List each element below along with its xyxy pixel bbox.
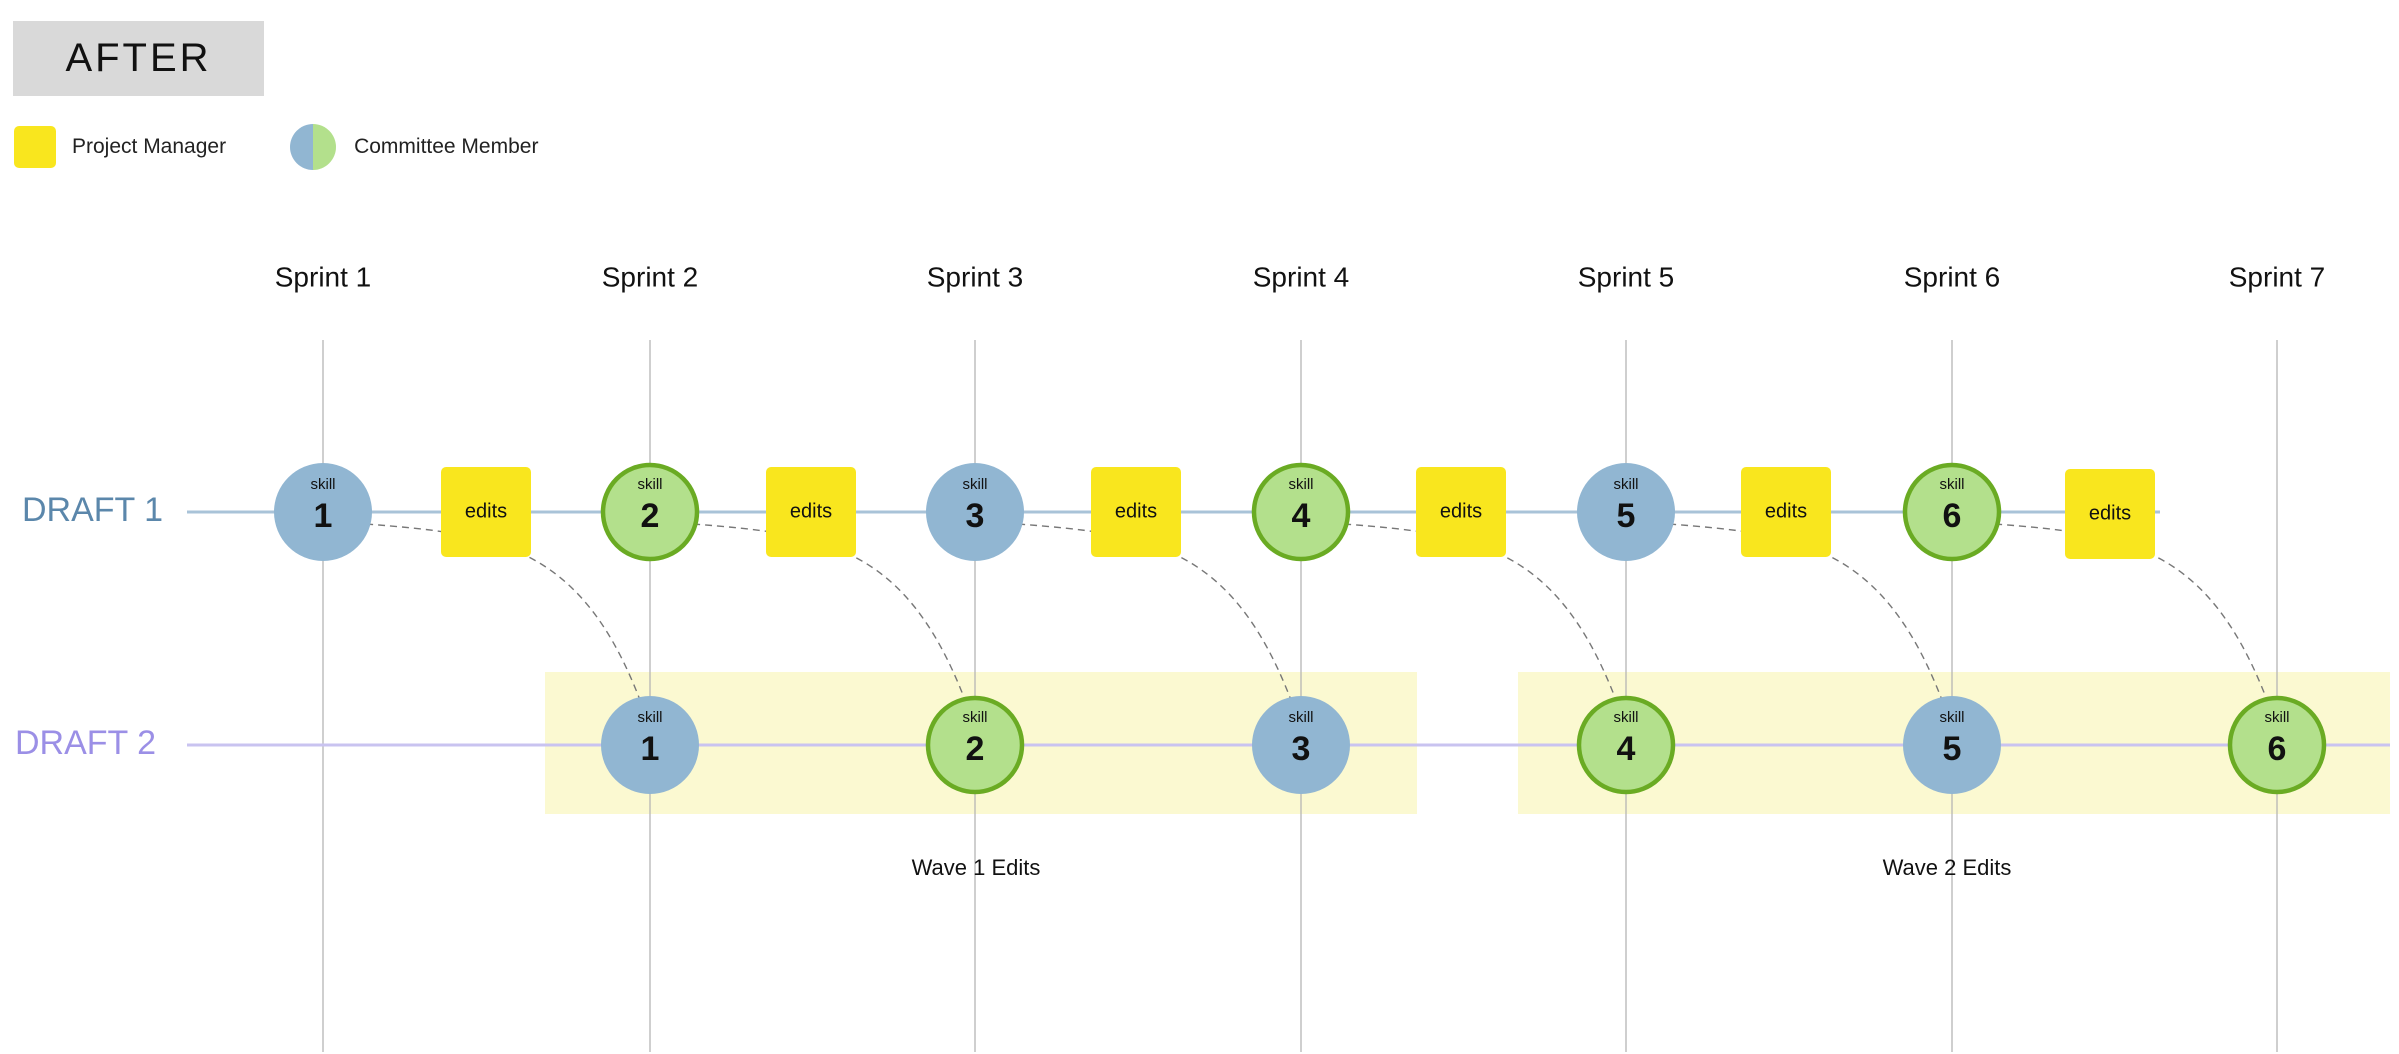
pm-edits-label-3: edits	[1115, 500, 1157, 522]
draft-2-skill-1-circle	[601, 696, 699, 794]
sprint-header-4: Sprint 4	[1253, 261, 1350, 292]
wave-1-label: Wave 1 Edits	[912, 855, 1041, 880]
committee-member-swatch-icon	[290, 124, 337, 170]
pm-edits-box-4	[1416, 467, 1506, 557]
legend-item-project-manager: Project Manager	[14, 126, 226, 168]
pm-edits-box-5	[1741, 467, 1831, 557]
draft-1-skill-4-tag: skill	[1289, 476, 1314, 493]
handoff-connector-2	[692, 523, 966, 701]
draft-1-skill-3-number: 3	[966, 497, 985, 535]
draft-2-skill-2-tag: skill	[963, 709, 988, 726]
draft-1-skill-5-circle	[1577, 463, 1675, 561]
draft-2-skill-5-tag: skill	[1940, 709, 1965, 726]
draft-2-skill-6-number: 6	[2268, 730, 2287, 768]
draft-1-label: DRAFT 1	[22, 491, 163, 529]
handoff-connector-6	[1994, 523, 2268, 701]
sprint-header-5: Sprint 5	[1578, 261, 1675, 292]
draft-2-skill-6-circle	[2227, 695, 2327, 795]
draft-2-skill-3-circle	[1252, 696, 1350, 794]
draft-2-skill-2-number: 2	[966, 730, 985, 768]
draft-1-skill-6-circle	[1902, 462, 2002, 562]
pm-edits-box-3	[1091, 467, 1181, 557]
draft-1-skill-6-number: 6	[1943, 497, 1962, 535]
handoff-connector-3	[1017, 523, 1292, 701]
pm-edits-label-5: edits	[1765, 500, 1807, 522]
sprint-header-7: Sprint 7	[2229, 261, 2326, 292]
after-badge: AFTER	[13, 21, 264, 96]
draft-2-skill-4-number: 4	[1617, 730, 1636, 768]
draft-1-skill-1-circle	[274, 463, 372, 561]
sprint-header-1: Sprint 1	[275, 261, 372, 292]
pm-edits-box-6	[2065, 469, 2155, 559]
draft-1-skill-5-tag: skill	[1614, 476, 1639, 493]
draft-1-skill-4-circle	[1251, 462, 1351, 562]
draft-1-skill-4-number: 4	[1292, 497, 1311, 535]
draft-2-skill-6-tag: skill	[2265, 709, 2290, 726]
draft-1-skill-1-tag: skill	[311, 476, 336, 493]
legend-label-committee-member: Committee Member	[354, 135, 539, 158]
sprint-header-3: Sprint 3	[927, 261, 1024, 292]
draft-2-skill-3-number: 3	[1292, 730, 1311, 768]
pm-edits-label-1: edits	[465, 500, 507, 522]
pm-edits-label-2: edits	[790, 500, 832, 522]
draft-2-skill-4-circle	[1576, 695, 1676, 795]
wave-2-label: Wave 2 Edits	[1883, 855, 2012, 880]
legend-item-committee-member: Committee Member	[290, 124, 538, 170]
handoff-connector-4	[1343, 523, 1617, 701]
pm-edits-label-4: edits	[1440, 500, 1482, 522]
draft-1-skill-3-tag: skill	[963, 476, 988, 493]
draft-2-skill-1-tag: skill	[638, 709, 663, 726]
draft-2-skill-5-number: 5	[1943, 730, 1962, 768]
draft-2-skill-2-circle	[925, 695, 1025, 795]
handoff-connector-5	[1668, 523, 1943, 701]
draft-2-skill-1-number: 1	[641, 730, 660, 768]
pm-edits-box-2	[766, 467, 856, 557]
handoff-connector-1	[365, 523, 641, 701]
draft-1-skill-3-circle	[926, 463, 1024, 561]
draft-1-skill-2-tag: skill	[638, 476, 663, 493]
sprint-header-6: Sprint 6	[1904, 261, 2001, 292]
draft-2-skill-3-tag: skill	[1289, 709, 1314, 726]
pm-edits-label-6: edits	[2089, 502, 2131, 524]
project-manager-swatch-icon	[14, 126, 56, 168]
draft-1-skill-2-circle	[600, 462, 700, 562]
draft-2-label: DRAFT 2	[15, 724, 156, 762]
draft-1-skill-1-number: 1	[314, 497, 333, 535]
legend: Project Manager Committee Member	[14, 124, 602, 170]
legend-label-project-manager: Project Manager	[72, 135, 227, 158]
draft-1-skill-5-number: 5	[1617, 497, 1636, 535]
draft-1-skill-6-tag: skill	[1940, 476, 1965, 493]
draft-2-skill-4-tag: skill	[1614, 709, 1639, 726]
pm-edits-box-1	[441, 467, 531, 557]
sprint-header-2: Sprint 2	[602, 261, 699, 292]
draft-2-skill-5-circle	[1903, 696, 2001, 794]
draft-1-skill-2-number: 2	[641, 497, 660, 535]
